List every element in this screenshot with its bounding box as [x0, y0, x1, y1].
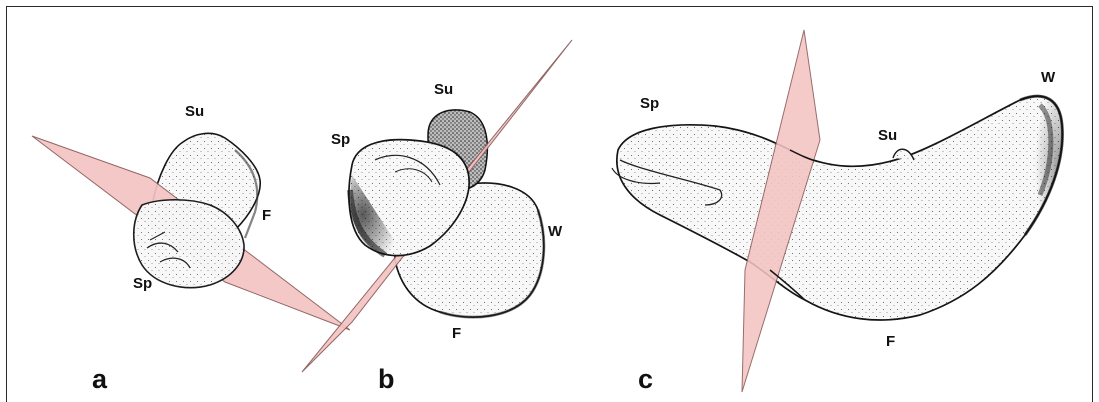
label-c-w: W	[1041, 69, 1056, 86]
label-a-f: F	[262, 207, 271, 224]
label-b-su: Su	[434, 81, 453, 98]
specimen-c-body	[617, 96, 1063, 320]
label-b-w: W	[548, 223, 563, 240]
panel-letter-b: b	[378, 364, 395, 394]
label-b-sp: Sp	[331, 131, 350, 148]
label-a-su: Su	[185, 103, 204, 120]
panel-letter-c: c	[638, 364, 653, 394]
label-c-f: F	[886, 333, 895, 350]
label-c-su: Su	[878, 127, 897, 144]
label-b-f: F	[452, 325, 461, 342]
label-c-sp: Sp	[640, 95, 659, 112]
panel-letter-a: a	[92, 364, 108, 394]
panel-c: Sp Su W F c	[612, 30, 1062, 394]
panel-b: Su Sp W F b	[302, 40, 572, 394]
label-a-sp: Sp	[133, 275, 152, 292]
panel-a: Su F Sp a	[32, 103, 350, 394]
